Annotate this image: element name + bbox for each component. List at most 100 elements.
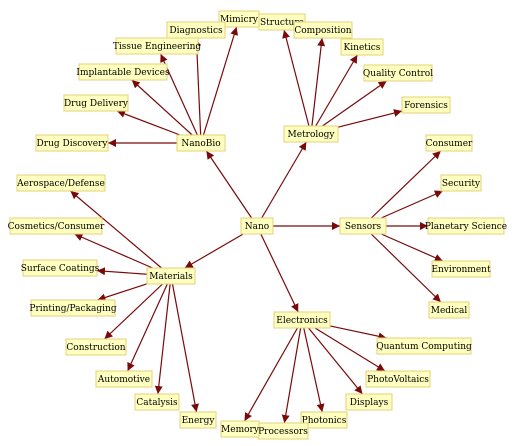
node-kinetics: Kinetics bbox=[340, 38, 384, 56]
node-box-quantum bbox=[376, 337, 472, 355]
node-security: Security bbox=[440, 174, 482, 192]
node-label-implantable: Implantable Devices bbox=[76, 68, 170, 78]
node-box-security bbox=[440, 174, 482, 192]
node-box-electronics bbox=[273, 311, 331, 329]
node-label-medical: Medical bbox=[431, 306, 468, 316]
node-photonics: Photonics bbox=[300, 411, 348, 429]
node-box-drugdelivery bbox=[63, 94, 129, 112]
node-box-displays bbox=[345, 393, 393, 411]
node-energy: Energy bbox=[179, 411, 217, 429]
node-box-catalysis bbox=[134, 393, 180, 411]
edge-materials-to-cosmetics bbox=[74, 233, 153, 269]
node-catalysis: Catalysis bbox=[134, 393, 180, 411]
node-label-metrology: Metrology bbox=[287, 130, 335, 140]
node-metrology: Metrology bbox=[283, 125, 339, 143]
node-box-nano bbox=[240, 217, 274, 235]
node-diagnostics: Diagnostics bbox=[166, 21, 226, 39]
node-box-printing bbox=[30, 299, 116, 317]
node-memory: Memory bbox=[220, 420, 260, 438]
edge-nanobio-to-drugdelivery bbox=[116, 110, 181, 136]
edge-materials-to-construction bbox=[104, 283, 163, 340]
node-nanobio: NanoBio bbox=[176, 134, 226, 152]
edge-nanobio-to-implantable bbox=[131, 79, 193, 136]
node-label-aerospace: Aerospace/Defense bbox=[16, 179, 105, 189]
node-box-cosmetics bbox=[9, 217, 103, 235]
node-label-structure: Structure bbox=[260, 18, 304, 28]
node-box-nanobio bbox=[176, 134, 226, 152]
node-box-drugdiscovery bbox=[35, 134, 109, 152]
node-box-sensors bbox=[339, 217, 387, 235]
node-drugdelivery: Drug Delivery bbox=[63, 94, 129, 112]
node-medical: Medical bbox=[428, 301, 470, 319]
node-label-quality: Quality Control bbox=[363, 69, 433, 79]
node-label-catalysis: Catalysis bbox=[136, 398, 178, 408]
edge-sensors-to-consumer bbox=[370, 150, 442, 219]
node-label-energy: Energy bbox=[182, 416, 216, 426]
edge-nanobio-to-mimicry bbox=[202, 26, 239, 136]
node-sensors: Sensors bbox=[339, 217, 387, 235]
node-box-quality bbox=[363, 64, 433, 82]
edge-nano-to-electronics bbox=[260, 233, 299, 313]
node-displays: Displays bbox=[345, 393, 393, 411]
node-box-medical bbox=[428, 301, 470, 319]
edge-sensors-to-environment bbox=[380, 233, 444, 262]
node-quality: Quality Control bbox=[363, 64, 433, 82]
edge-electronics-to-processors bbox=[281, 327, 302, 424]
node-box-planetary bbox=[427, 217, 505, 235]
node-box-environment bbox=[431, 260, 491, 278]
edge-metrology-to-structure bbox=[282, 29, 310, 127]
node-environment: Environment bbox=[431, 260, 491, 278]
node-label-materials: Materials bbox=[149, 272, 193, 282]
edge-sensors-to-medical bbox=[370, 233, 442, 303]
node-box-metrology bbox=[283, 125, 339, 143]
node-quantum: Quantum Computing bbox=[376, 337, 472, 355]
edge-materials-to-energy bbox=[171, 283, 199, 413]
node-label-printing: Printing/Packaging bbox=[29, 304, 116, 314]
edge-sensors-to-security bbox=[380, 190, 444, 219]
node-printing: Printing/Packaging bbox=[29, 299, 117, 317]
edge-electronics-to-quantum bbox=[329, 325, 387, 341]
edge-electronics-to-memory bbox=[244, 327, 298, 422]
edge-electronics-to-photovoltaics bbox=[314, 327, 386, 372]
edge-materials-to-aerospace bbox=[70, 190, 162, 269]
edge-materials-to-catalysis bbox=[154, 283, 171, 395]
node-label-drugdelivery: Drug Delivery bbox=[64, 99, 129, 109]
node-construction: Construction bbox=[65, 338, 127, 356]
node-nano: Nano bbox=[240, 217, 274, 235]
node-label-construction: Construction bbox=[66, 343, 125, 353]
node-box-photovoltaics bbox=[365, 370, 431, 388]
node-label-nano: Nano bbox=[245, 222, 269, 232]
node-label-electronics: Electronics bbox=[276, 316, 328, 326]
edge-materials-to-coatings bbox=[96, 267, 148, 276]
node-consumer: Consumer bbox=[425, 134, 473, 152]
node-label-planetary: Planetary Science bbox=[425, 222, 507, 232]
node-planetary: Planetary Science bbox=[425, 217, 507, 235]
edge-electronics-to-displays bbox=[308, 327, 363, 395]
node-coatings: Surface Coatings bbox=[21, 259, 100, 277]
node-label-diagnostics: Diagnostics bbox=[169, 26, 223, 36]
node-box-materials bbox=[146, 267, 196, 285]
node-label-mimicry: Mimicry bbox=[220, 15, 259, 25]
node-materials: Materials bbox=[146, 267, 196, 285]
node-box-photonics bbox=[300, 411, 348, 429]
node-box-kinetics bbox=[340, 38, 384, 56]
node-label-sensors: Sensors bbox=[345, 222, 382, 232]
node-electronics: Electronics bbox=[273, 311, 331, 329]
edge-nano-to-metrology bbox=[261, 141, 307, 219]
node-processors: Processors bbox=[257, 422, 309, 440]
edge-metrology-to-quality bbox=[322, 80, 387, 127]
node-box-memory bbox=[220, 420, 260, 438]
node-box-tissue bbox=[115, 37, 199, 55]
node-label-photovoltaics: PhotoVoltaics bbox=[367, 375, 429, 385]
node-label-automotive: Automotive bbox=[97, 375, 150, 385]
edge-metrology-to-composition bbox=[311, 37, 326, 127]
edges-layer bbox=[70, 26, 444, 424]
node-box-implantable bbox=[78, 63, 168, 81]
node-box-aerospace bbox=[16, 174, 106, 192]
node-label-tissue: Tissue Engineering bbox=[113, 42, 202, 52]
node-box-consumer bbox=[425, 134, 473, 152]
edge-materials-to-automotive bbox=[127, 283, 168, 372]
node-label-photonics: Photonics bbox=[302, 416, 347, 426]
